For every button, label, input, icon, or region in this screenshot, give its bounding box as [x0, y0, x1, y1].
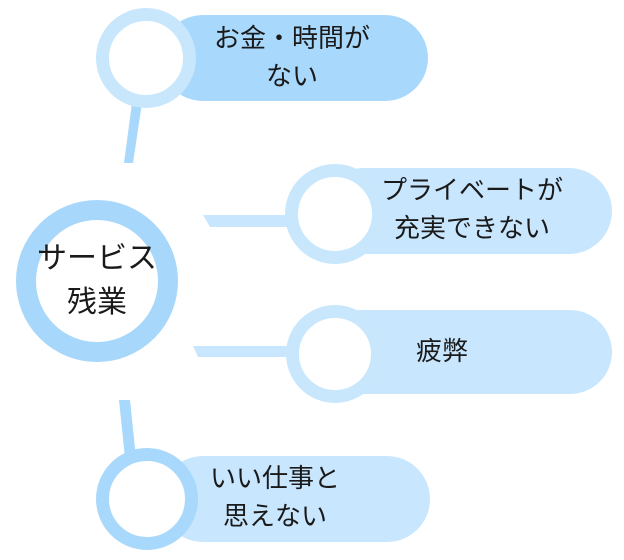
node-label-money-time: お金・時間が ない [213, 24, 370, 92]
node-pill-not-good-work [160, 456, 430, 542]
node-label-not-good-work: いい仕事と 思えない [209, 464, 340, 532]
node-ring-exhaustion [286, 305, 384, 403]
node-ring-money-time [96, 8, 196, 108]
connector-lower-mid [193, 346, 300, 357]
node-ring-not-good-work [96, 448, 198, 550]
node-label-exhaustion: 疲弊 [415, 337, 468, 367]
connector-upper-mid [203, 215, 300, 227]
node-pill-money-time [160, 15, 428, 101]
center-label: サービス 残業 [37, 241, 157, 320]
connector-top [124, 103, 142, 163]
node-label-private-life: プライベートが 充実できない [380, 176, 563, 244]
connector-bottom [119, 400, 136, 458]
